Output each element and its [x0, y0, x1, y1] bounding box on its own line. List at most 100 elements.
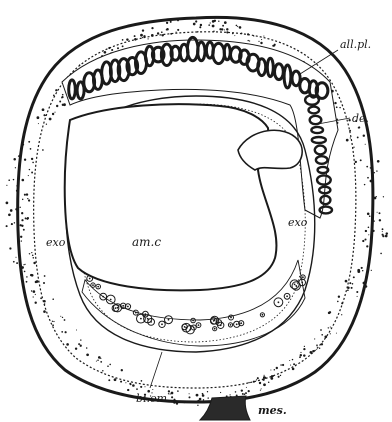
stipple-dot: [270, 369, 271, 370]
stipple-dot: [295, 365, 296, 366]
stipple-dot: [353, 276, 355, 278]
stipple-dot: [177, 19, 179, 21]
stipple-dot: [157, 32, 159, 34]
stipple-dot: [97, 360, 98, 361]
stipple-dot: [62, 94, 64, 96]
stipple-dot: [144, 386, 145, 387]
cell-nucleus: [102, 296, 104, 298]
stipple-dot: [142, 29, 144, 31]
stipple-dot: [376, 170, 377, 171]
stipple-dot: [64, 319, 66, 321]
stipple-dot: [11, 223, 13, 225]
stipple-dot: [171, 392, 174, 395]
stipple-dot: [14, 222, 15, 223]
cell-nucleus: [295, 285, 297, 287]
cell-nucleus: [189, 329, 191, 331]
stipple-dot: [362, 240, 364, 242]
stipple-dot: [30, 148, 32, 150]
cell-nucleus: [230, 317, 232, 319]
stipple-dot: [350, 137, 351, 138]
stipple-dot: [261, 388, 262, 389]
stipple-dot: [59, 101, 61, 103]
stipple-dot: [142, 37, 143, 38]
stipple-dot: [148, 38, 149, 39]
stipple-dot: [272, 45, 274, 47]
cell-nucleus: [184, 326, 186, 328]
stipple-dot: [134, 35, 136, 37]
stipple-dot: [347, 287, 350, 290]
stipple-dot: [300, 354, 302, 356]
stipple-dot: [257, 377, 259, 379]
stipple-dot: [79, 64, 80, 65]
cell-nucleus: [302, 276, 304, 278]
stipple-dot: [362, 270, 363, 271]
stipple-dot: [328, 312, 331, 315]
stipple-dot: [121, 369, 123, 371]
stipple-dot: [224, 29, 225, 30]
stipple-dot: [63, 103, 66, 106]
cell-nucleus: [89, 278, 91, 280]
stipple-dot: [214, 20, 216, 22]
stipple-dot: [61, 97, 62, 98]
stipple-dot: [13, 179, 14, 180]
stipple-dot: [27, 217, 29, 219]
cell-nucleus: [110, 299, 112, 301]
stipple-dot: [170, 33, 172, 35]
stipple-dot: [365, 230, 367, 232]
stipple-dot: [219, 28, 221, 30]
stipple-dot: [62, 317, 63, 318]
stipple-dot: [336, 333, 337, 334]
cell-nucleus: [150, 321, 152, 323]
stipple-dot: [114, 378, 117, 381]
stipple-dot: [9, 247, 11, 249]
stipple-dot: [60, 316, 61, 317]
stipple-dot: [371, 270, 372, 271]
stipple-dot: [226, 28, 228, 30]
stipple-dot: [374, 197, 376, 199]
stipple-dot: [152, 389, 153, 390]
stipple-dot: [42, 108, 45, 111]
stipple-dot: [21, 225, 23, 227]
stipple-dot: [52, 113, 54, 115]
stipple-dot: [40, 297, 42, 299]
stipple-dot: [218, 20, 219, 21]
stipple-dot: [370, 167, 372, 169]
stipple-dot: [200, 24, 202, 26]
cell-nucleus: [301, 282, 303, 284]
stipple-dot: [25, 264, 26, 265]
cell-nucleus: [192, 320, 194, 322]
stipple-dot: [16, 262, 18, 264]
stipple-dot: [162, 34, 164, 36]
stipple-dot: [357, 136, 359, 138]
stipple-dot: [373, 230, 375, 232]
stipple-dot: [140, 34, 143, 37]
stipple-dot: [166, 29, 168, 31]
stipple-dot: [352, 283, 354, 285]
stipple-dot: [290, 365, 291, 366]
stipple-dot: [319, 347, 320, 348]
stipple-dot: [122, 39, 124, 41]
stipple-dot: [35, 302, 37, 304]
stipple-dot: [25, 217, 27, 219]
stipple-dot: [42, 149, 44, 151]
stipple-dot: [324, 339, 325, 340]
stipple-dot: [364, 238, 366, 240]
stipple-dot: [385, 235, 388, 238]
stipple-dot: [367, 177, 369, 179]
stipple-dot: [237, 26, 238, 27]
stipple-dot: [208, 24, 210, 26]
stipple-dot: [143, 35, 145, 37]
stipple-dot: [292, 368, 295, 371]
stipple-dot: [199, 26, 201, 28]
stipple-dot: [356, 291, 358, 293]
stipple-dot: [100, 361, 102, 363]
stipple-dot: [151, 34, 154, 37]
stipple-dot: [28, 199, 30, 201]
stipple-dot: [32, 255, 34, 257]
stipple-dot: [53, 321, 54, 322]
stipple-dot: [24, 271, 26, 273]
stipple-dot: [339, 107, 340, 108]
mesometrium-stalk: [200, 396, 250, 420]
cell-nucleus: [92, 284, 94, 286]
stipple-dot: [166, 22, 168, 24]
